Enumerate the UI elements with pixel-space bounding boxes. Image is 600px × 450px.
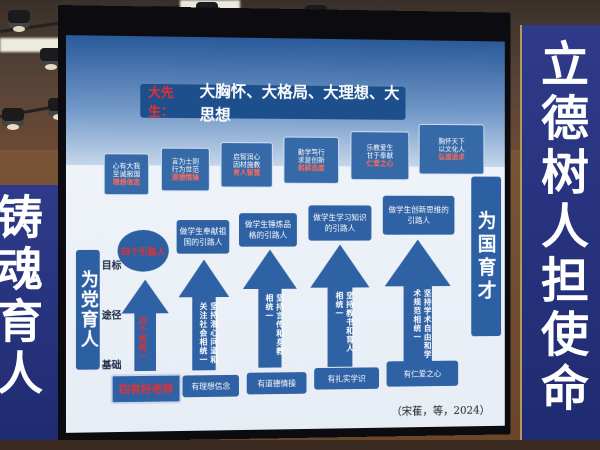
top-box-line: 启智润心	[233, 152, 261, 161]
arrow-caption-1: 做学生奉献祖国的引路人	[176, 220, 230, 254]
top-box-line: 乐教爱生	[366, 143, 394, 152]
left-banner: 铸魂育人	[0, 185, 60, 450]
top-box-highlight: 躬耕态度	[297, 164, 325, 173]
bottom-box-3: 有扎实学识	[314, 367, 379, 390]
arrow-caption-3: 做学生学习知识的引路人	[308, 205, 372, 241]
title-lead: 大先生：	[148, 85, 174, 120]
slide: 大先生： 大胸怀、大格局、大理想、大思想 心有大我 至诚报国 理想信念 言为士则…	[65, 35, 505, 433]
stage-floor	[0, 440, 600, 450]
right-banner: 立德树人担使命	[520, 25, 600, 450]
row-label-goal: 目标	[101, 260, 122, 272]
arrow-up-icon	[178, 259, 230, 371]
arrow-text-5: 坚持学术自由和学术规范相统一	[413, 289, 432, 360]
top-box-line: 求是创新	[297, 156, 325, 165]
top-box-6: 胸怀天下 以文化人 弘道追求	[418, 123, 485, 175]
top-box-line: 甘于奉献	[366, 151, 394, 160]
row-label-path: 途径	[101, 310, 122, 322]
top-box-4: 勤学笃行 求是创新 躬耕态度	[283, 136, 340, 184]
arrow-up-icon	[310, 244, 370, 368]
projection-screen: 大先生： 大胸怀、大格局、大理想、大思想 心有大我 至诚报国 理想信念 言为士则…	[58, 5, 511, 442]
top-box-line: 行为世范	[171, 165, 200, 174]
spotlight	[8, 10, 30, 32]
arrow-up-icon	[384, 239, 451, 365]
top-box-line: 以文化人	[438, 145, 465, 154]
four-guides-ellipse: 四个引路人	[117, 229, 169, 272]
top-box-highlight: 道德情操	[171, 173, 200, 182]
bottom-box-4: 有仁爱之心	[386, 360, 459, 387]
top-box-5: 乐教爱生 甘于奉献 仁爱之心	[350, 131, 410, 181]
bottom-main-box: 四有好老师	[110, 373, 182, 405]
top-box-highlight: 仁爱之心	[366, 159, 394, 168]
arrow-text-2: 坚持潜心问道和关注社会相统一	[199, 302, 219, 365]
top-box-line: 因材施教	[233, 160, 261, 169]
arrow-up-icon	[242, 249, 297, 368]
bottom-box-2: 有道德情操	[246, 372, 307, 395]
top-box-highlight: 弘道追求	[438, 153, 465, 162]
top-box-line: 心有大我	[112, 162, 141, 171]
top-box-2: 言为士则 行为世范 道德情操	[160, 147, 210, 192]
right-side-box: 为国育才	[471, 176, 502, 337]
top-box-highlight: 理想信念	[112, 178, 141, 187]
spotlight	[2, 108, 24, 130]
citation: （宋萑，等，2024）	[391, 403, 490, 418]
top-box-1: 心有大我 至诚报国 理想信念	[103, 153, 150, 196]
arrow-text-1: 四个相统一	[138, 316, 148, 362]
top-box-line: 言为士则	[171, 157, 200, 166]
arrow-caption-4: 做学生创新思维的引路人	[382, 195, 455, 235]
right-banner-text: 立德树人担使命	[532, 39, 588, 417]
arrow-text-3: 坚持言传和身教相统一	[265, 293, 285, 356]
top-box-highlight: 育人智慧	[233, 168, 261, 177]
bottom-box-1: 有理想信念	[182, 374, 239, 398]
arrow-caption-2: 做学生锤炼品格的引路人	[238, 213, 297, 247]
title-text: 大胸怀、大格局、大理想、大思想	[199, 81, 400, 125]
top-box-line: 胸怀天下	[438, 137, 465, 146]
left-side-box: 为党育人	[75, 249, 100, 370]
row-label-base: 基础	[101, 360, 122, 372]
top-box-line: 至诚报国	[112, 170, 141, 179]
spotlight	[40, 48, 62, 70]
slide-title: 大先生： 大胸怀、大格局、大理想、大思想	[140, 82, 406, 124]
top-box-3: 启智润心 因材施教 育人智慧	[220, 142, 273, 188]
left-banner-text: 铸魂育人	[0, 193, 44, 401]
top-box-line: 勤学笃行	[297, 148, 325, 157]
arrow-up-icon	[121, 279, 169, 372]
arrow-text-4: 坚持教书和育人相统一	[335, 291, 355, 354]
